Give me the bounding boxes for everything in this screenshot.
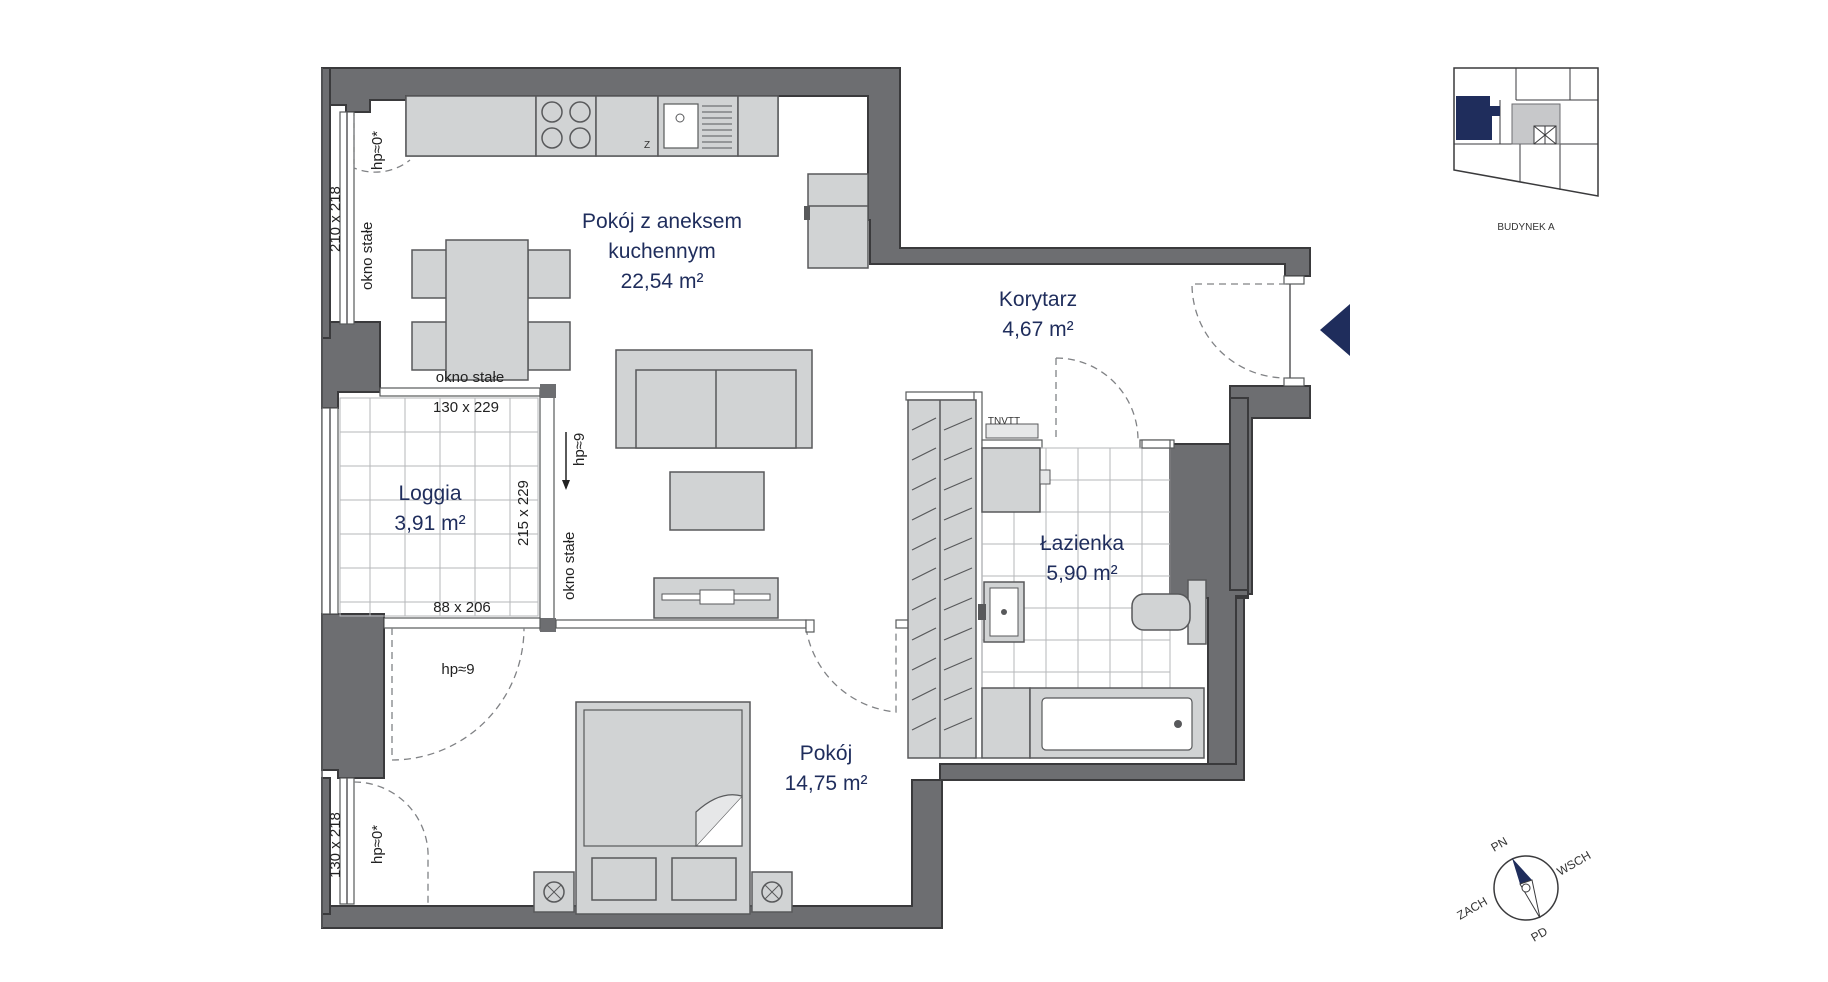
window-top-dim: 210 x 218 [327,186,344,252]
kitchen-name-line2: kuchennym [608,240,715,263]
toilet-icon [1131,579,1207,645]
room-labels: Pokój z aneksem kuchennym 22,54 m² Koryt… [394,210,1124,795]
key-plan: BUDYNEK A [1453,67,1599,233]
bathroom-fixtures [978,423,1207,759]
compass-west: ZACH [1455,894,1490,922]
window-bottom-hp: hp≈0* [369,825,386,864]
dimension-labels: 210 x 218 okno stałe hp≈0* okno stałe 13… [327,131,1020,878]
wardrobe [907,399,977,759]
kitchen-area: 22,54 m² [621,270,704,293]
loggia-door-hp: hp≈9 [441,661,474,678]
window-top-left [339,111,411,325]
bathtub-icon [1029,687,1205,759]
tv-unit [653,577,779,619]
dining-table [411,239,571,381]
kitchen-counter: Z [405,95,869,269]
loggia-door-swing [391,627,525,761]
window-bottom-dim: 130 x 218 [327,812,344,878]
window-top-hp: hp≈0* [369,131,386,170]
keyplan-building-label: BUDYNEK A [1497,222,1555,233]
compass-icon: PN WSCH PD ZACH [1455,834,1594,944]
sofa-icon [615,349,813,449]
compass-east: WSCH [1555,848,1594,878]
bedroom-door-swing [805,627,897,713]
bedroom-name: Pokój [800,742,853,765]
kitchen-name-line1: Pokój z aneksem [582,210,742,233]
bathroom-door-swing [1055,357,1139,441]
loggia-right-arrow [562,432,570,490]
corridor-area: 4,67 m² [1002,318,1073,341]
coffee-table [669,471,765,531]
corridor-name: Korytarz [999,288,1077,311]
loggia-tiles [339,397,539,617]
entrance-door [1191,275,1305,387]
bathroom-name: Łazienka [1040,532,1124,555]
nightstands [533,871,793,913]
entrance-arrow-icon [1320,304,1350,356]
sink-icon [983,581,1025,643]
bedroom-area: 14,75 m² [785,772,868,795]
keyplan-highlight [1456,96,1500,140]
compass-south: PD [1529,924,1551,945]
loggia-name: Loggia [398,482,461,505]
loggia-right-dim: 215 x 229 [515,480,532,546]
compass-north: PN [1489,834,1510,854]
loggia-right-fixed: okno stałe [561,532,578,600]
loggia-area: 3,91 m² [394,512,465,535]
loggia-right-hp: hp≈9 [571,433,588,466]
svg-text:Z: Z [644,140,650,151]
window-top-fixed: okno stałe [359,222,376,290]
loggia-top-dim: 130 x 229 [433,399,499,416]
loggia-door-dim: 88 x 206 [433,599,491,616]
window-bottom-left [339,777,429,905]
bed-icon [575,701,751,915]
bath-unit-label: TNVTT [988,416,1020,427]
bathroom-area: 5,90 m² [1046,562,1117,585]
loggia-facade-glazing [321,407,339,615]
loggia-top-fixed: okno stałe [436,369,504,386]
